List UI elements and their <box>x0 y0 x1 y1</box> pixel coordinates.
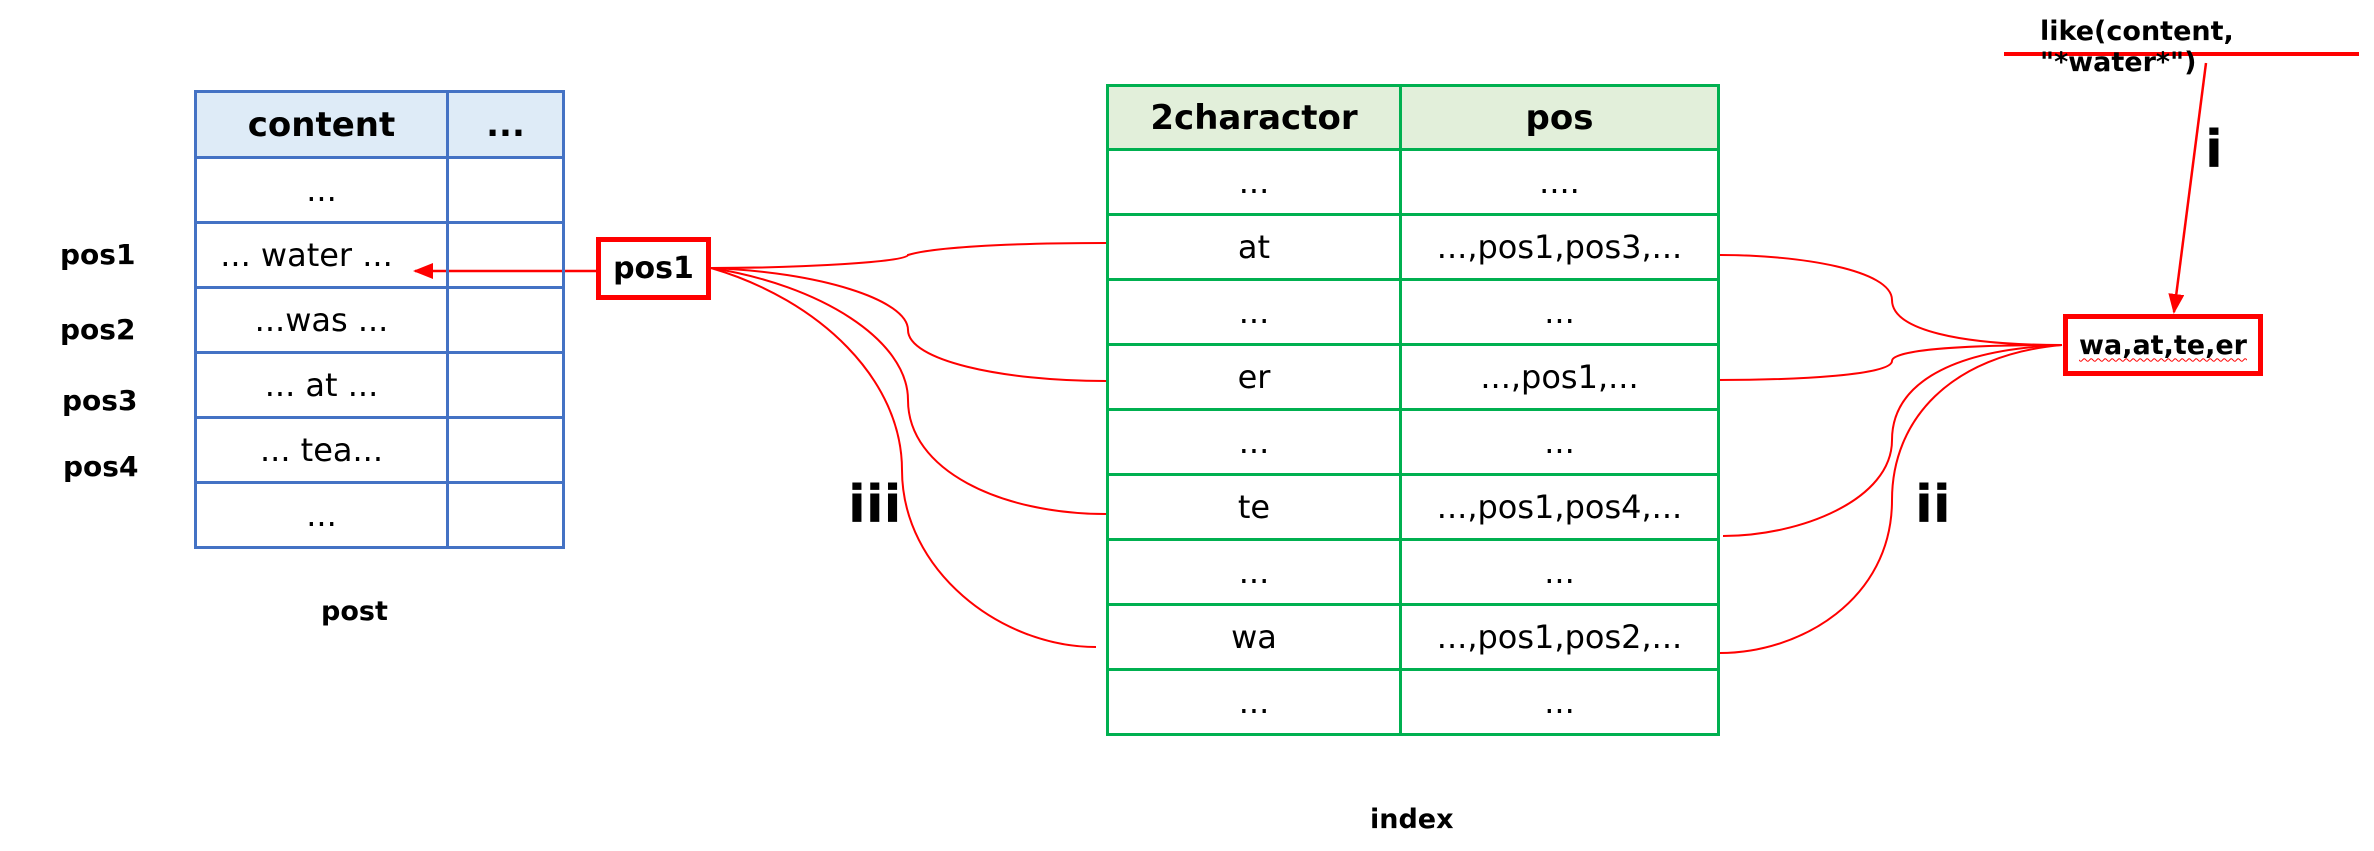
table-row: te...,pos1,pos4,... <box>1106 473 1720 541</box>
table-row: ... water ... <box>194 221 565 289</box>
query-text: like(content, "*water*") <box>2040 16 2234 78</box>
bigram-box: wa,at,te,er <box>2063 314 2263 376</box>
index-caption: index <box>1370 804 1454 835</box>
index-cell: ...,pos1,pos4,... <box>1399 473 1720 541</box>
step-label-ii: ii <box>1915 475 1951 535</box>
post-cell: ... at ... <box>194 351 449 419</box>
post-cell <box>446 286 565 354</box>
post-table: content ... ... ... water ... ...was ...… <box>194 90 565 549</box>
table-row: ...... <box>1106 408 1720 476</box>
table-row: ...... <box>1106 668 1720 736</box>
index-cell: er <box>1106 343 1402 411</box>
index-cell: ... <box>1399 278 1720 346</box>
curve-ii-te <box>1722 344 2063 537</box>
table-row: ... <box>194 156 565 224</box>
table-row: ... <box>194 481 565 549</box>
post-cell: ... water ... <box>194 221 449 289</box>
curve-iii-er <box>710 267 1107 382</box>
step-label-i: i <box>2205 120 2223 180</box>
curve-ii-wa <box>1719 344 2063 654</box>
index-cell: ... <box>1106 668 1402 736</box>
post-table-header: content ... <box>194 90 565 159</box>
step-label-iii: iii <box>848 475 902 535</box>
table-row: ...... <box>1106 278 1720 346</box>
post-cell <box>446 351 565 419</box>
table-row: ... tea... <box>194 416 565 484</box>
post-cell: ...was ... <box>194 286 449 354</box>
index-cell: ... <box>1106 148 1402 216</box>
index-header-pos: pos <box>1399 84 1720 151</box>
index-table: 2charactor pos ....... at...,pos1,pos3,.… <box>1106 84 1720 736</box>
index-cell: ... <box>1399 538 1720 606</box>
arrow-step-i <box>2168 62 2208 314</box>
index-cell: .... <box>1399 148 1720 216</box>
post-cell <box>446 156 565 224</box>
index-cell: ... <box>1399 668 1720 736</box>
index-cell: te <box>1106 473 1402 541</box>
row-label-pos2: pos2 <box>60 313 136 346</box>
index-cell: ...,pos1,pos2,... <box>1399 603 1720 671</box>
row-label-pos1: pos1 <box>60 238 136 271</box>
curve-ii-er <box>1716 344 2063 381</box>
post-header-content: content <box>194 90 449 159</box>
index-table-header: 2charactor pos <box>1106 84 1720 151</box>
post-cell <box>446 481 565 549</box>
post-cell <box>446 221 565 289</box>
post-cell: ... <box>194 156 449 224</box>
post-header-more: ... <box>446 90 565 159</box>
curve-ii-at <box>1719 254 2063 346</box>
curve-iii-wa <box>710 267 1097 648</box>
post-cell: ... <box>194 481 449 549</box>
row-label-pos3: pos3 <box>62 384 138 417</box>
index-cell: ... <box>1106 278 1402 346</box>
bigram-text: wa,at,te,er <box>2079 329 2247 361</box>
table-row: ....... <box>1106 148 1720 216</box>
row-label-pos4: pos4 <box>63 450 139 483</box>
table-row: ...was ... <box>194 286 565 354</box>
index-cell: ... <box>1399 408 1720 476</box>
index-cell: ...,pos1,pos3,... <box>1399 213 1720 281</box>
post-cell <box>446 416 565 484</box>
table-row: ... at ... <box>194 351 565 419</box>
index-cell: at <box>1106 213 1402 281</box>
result-pos1-box: pos1 <box>596 237 711 300</box>
index-cell: ... <box>1106 408 1402 476</box>
post-caption: post <box>321 596 388 627</box>
curve-iii-at <box>710 242 1107 269</box>
table-row: ...... <box>1106 538 1720 606</box>
index-cell: wa <box>1106 603 1402 671</box>
index-cell: ... <box>1106 538 1402 606</box>
index-header-2charactor: 2charactor <box>1106 84 1402 151</box>
table-row: wa...,pos1,pos2,... <box>1106 603 1720 671</box>
curve-iii-te <box>710 267 1107 515</box>
post-cell: ... tea... <box>194 416 449 484</box>
index-cell: ...,pos1,... <box>1399 343 1720 411</box>
table-row: at...,pos1,pos3,... <box>1106 213 1720 281</box>
table-row: er...,pos1,... <box>1106 343 1720 411</box>
